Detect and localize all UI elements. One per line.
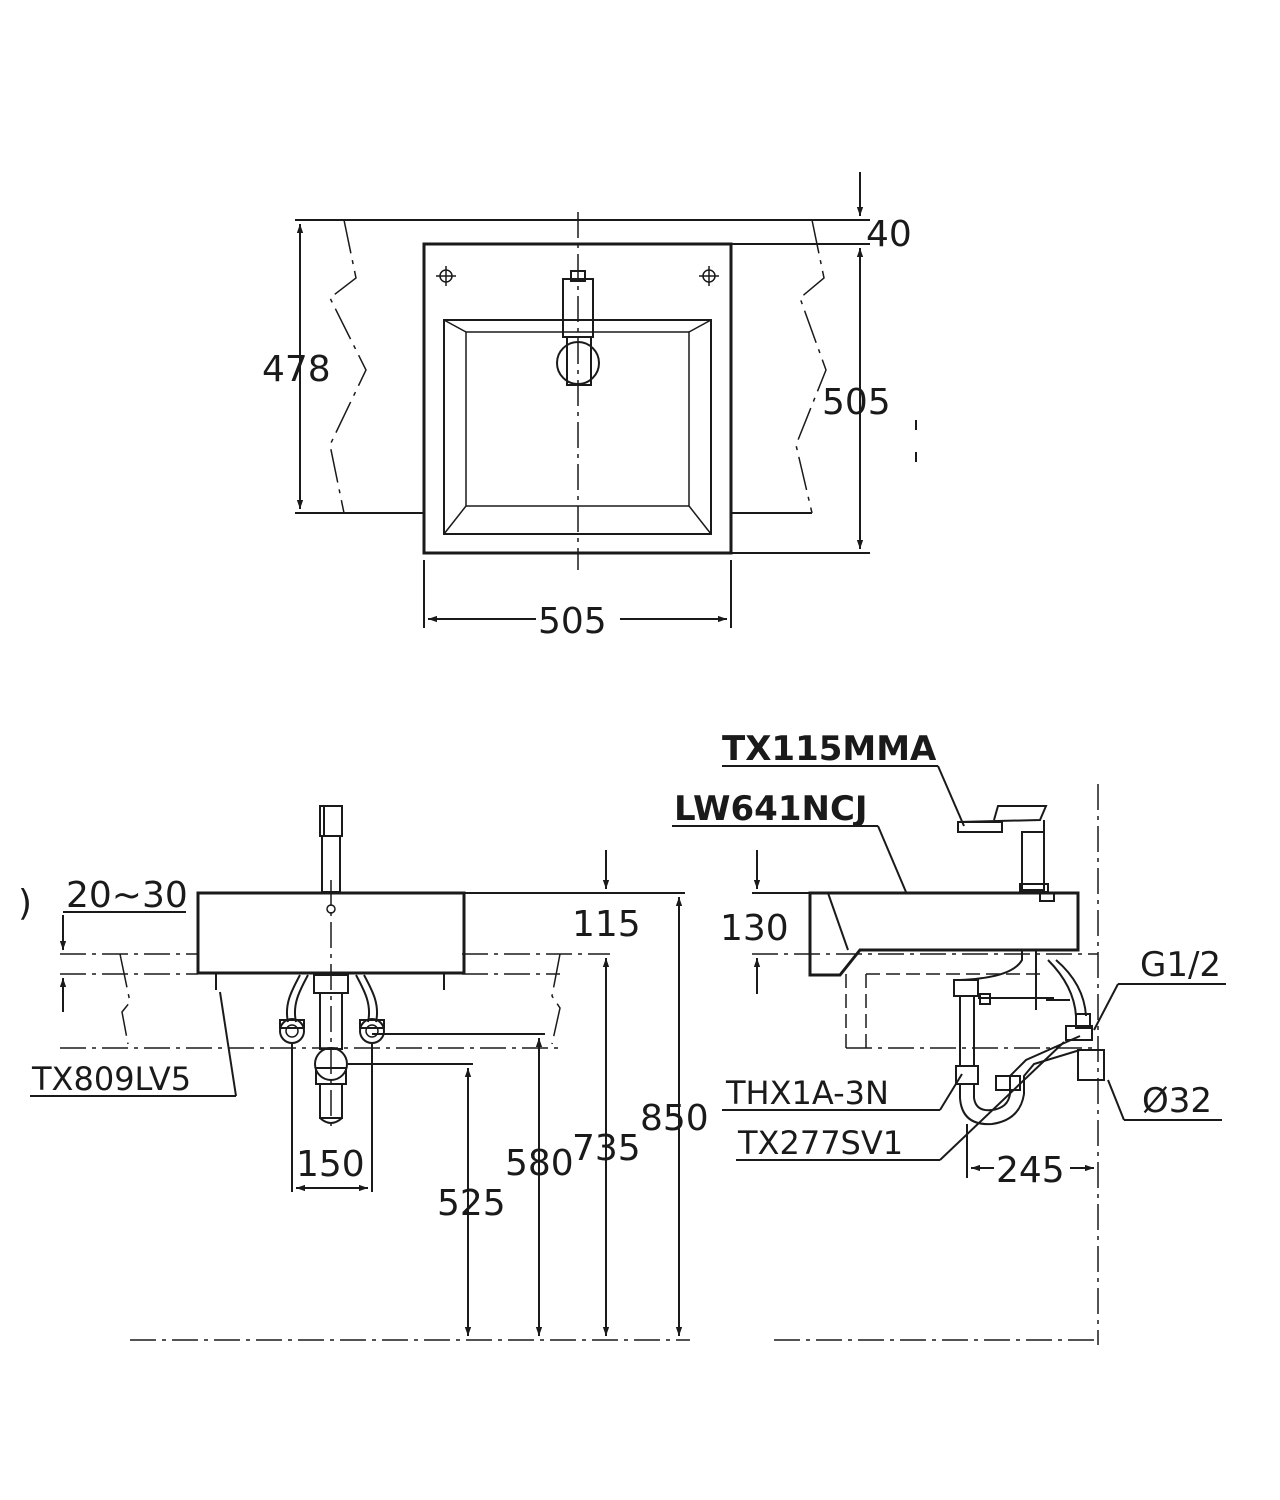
label-waste-text: THX1A-3N (725, 1074, 889, 1112)
dim-adjust-label: 20~30 (66, 875, 188, 916)
mounting-hole-icon (436, 266, 719, 286)
label-valve-text: TX809LV5 (31, 1060, 191, 1098)
dim-width-label: 505 (538, 601, 607, 642)
dim-support-height: 580 (505, 1038, 574, 1336)
counter-outline (295, 219, 827, 514)
plan-view: 478 505 40 505 (262, 172, 917, 642)
dim-underside-height-label: 735 (572, 1128, 641, 1169)
faucet-side-icon (957, 805, 1049, 893)
label-thread: G1/2 (1093, 945, 1226, 1031)
dim-support-height-label: 580 (505, 1143, 574, 1184)
label-faucet-text: TX115MMA (722, 729, 937, 769)
label-trap-text: TX277SV1 (737, 1124, 903, 1162)
dim-top-offset: 40 (812, 172, 912, 255)
label-faucet: TX115MMA (722, 729, 965, 827)
supply-hoses-icon (279, 974, 385, 1044)
dim-basin-height-side: 130 (720, 850, 810, 994)
dim-adjust: 20~30 ) (18, 875, 188, 1012)
overflow-hole-icon (326, 904, 336, 914)
dim-outlet-spacing: 150 (291, 1044, 373, 1192)
label-basin-text: LW641NCJ (674, 789, 868, 829)
front-view: 20~30 ) TX809LV5 150 525 580 (18, 805, 709, 1341)
dim-depth: 505 (731, 243, 917, 554)
label-valve: TX809LV5 (30, 991, 237, 1098)
side-view: TX115MMA LW641NCJ 130 G1/2 Ø32 (672, 729, 1226, 1345)
label-pipe-dia-text: Ø32 (1142, 1081, 1212, 1121)
dim-wall-offset: 245 (966, 1124, 1094, 1191)
dim-rim-height: 850 (640, 897, 709, 1336)
dim-outlet-spacing-label: 150 (296, 1144, 365, 1185)
drain-trap-side-icon (953, 979, 1081, 1126)
label-pipe-dia: Ø32 (1107, 1079, 1222, 1121)
dim-valve-height-label: 525 (437, 1183, 506, 1224)
dim-wall-offset-label: 245 (996, 1150, 1065, 1191)
dim-underside-height: 735 115 (572, 850, 641, 1336)
dim-top-offset-label: 40 (866, 214, 912, 255)
basin-side-outline (808, 891, 1080, 981)
dim-wall-height: 478 (262, 224, 331, 509)
dim-basin-height-front-label: 115 (572, 904, 641, 945)
faucet-front-icon (319, 805, 343, 893)
dim-depth-label: 505 (822, 382, 891, 423)
label-trap: TX277SV1 (736, 1041, 1065, 1162)
dim-adjust-cut-label: ) (18, 883, 32, 924)
dim-valve-height: 525 (437, 1068, 506, 1336)
angle-valve-side-icon (1035, 950, 1105, 1081)
dim-width: 505 (423, 560, 732, 642)
dim-rim-height-label: 850 (640, 1098, 709, 1139)
label-basin: LW641NCJ (672, 789, 907, 893)
dim-basin-height-side-label: 130 (720, 908, 789, 949)
label-thread-text: G1/2 (1140, 945, 1221, 985)
label-waste: THX1A-3N (722, 1073, 963, 1112)
dim-wall-height-label: 478 (262, 349, 331, 390)
